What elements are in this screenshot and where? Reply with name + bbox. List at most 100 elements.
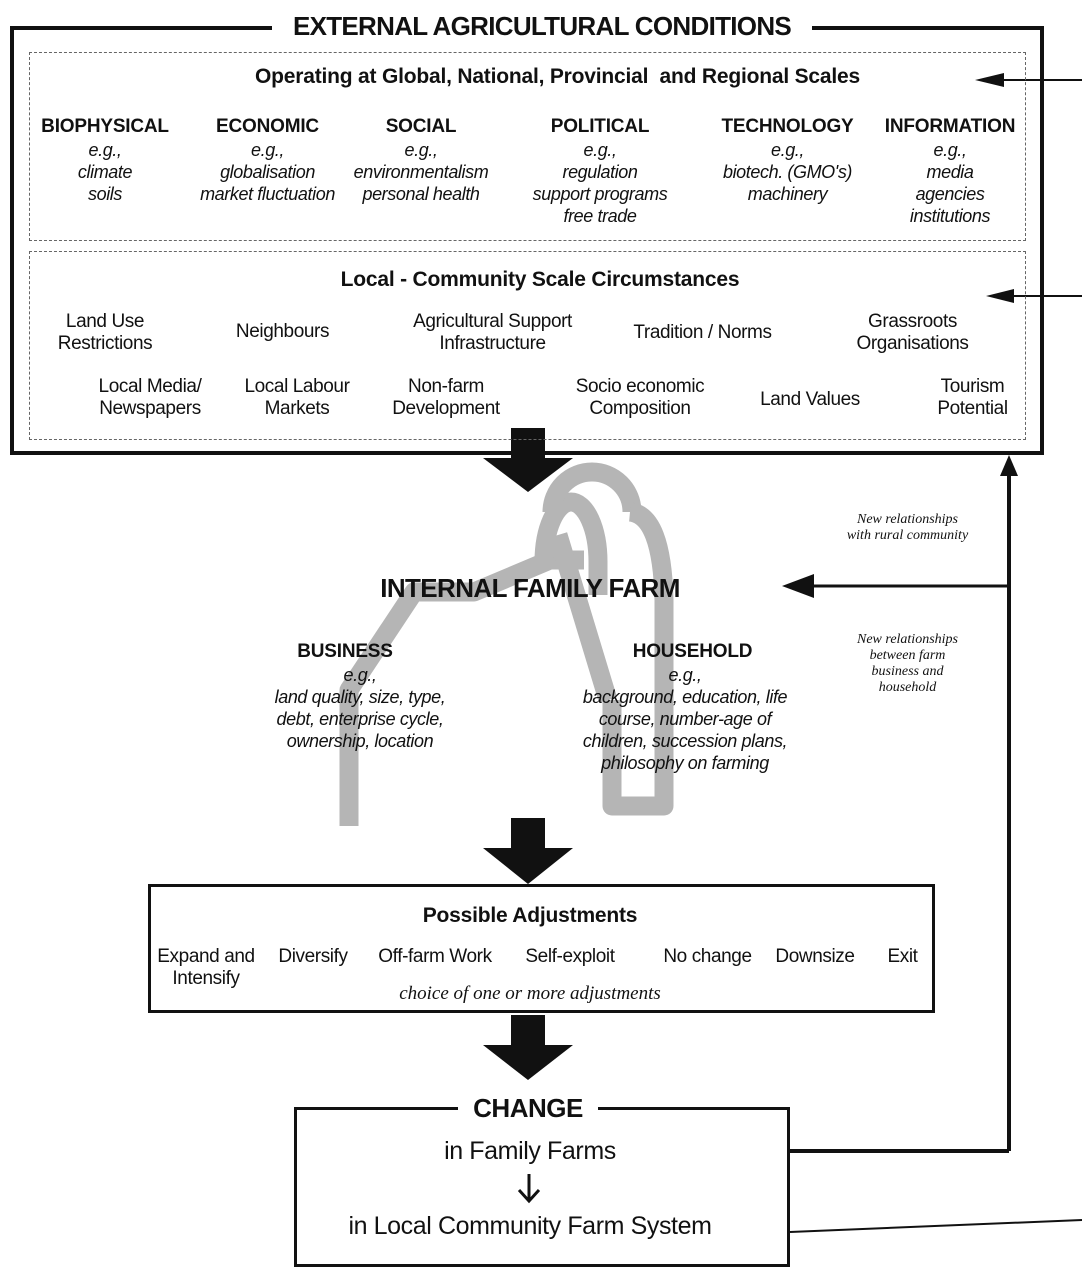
farm-relationships-note: New relationships between farm business … <box>830 632 985 696</box>
local-item-line: Grassroots <box>868 311 957 332</box>
category-example: climate <box>77 162 133 182</box>
local-item-line: Local Labour <box>244 376 350 397</box>
local-item-line: Tradition / Norms <box>633 322 772 343</box>
adjustments-title: Possible Adjustments <box>422 904 638 927</box>
adjustment-option: Downsize <box>765 946 865 968</box>
adjustment-line: Diversify <box>278 946 348 967</box>
internal-farm-title: INTERNAL FAMILY FARM <box>380 573 680 603</box>
down-arrow-icon <box>517 1174 541 1204</box>
change-family-farms: in Family Farms <box>444 1137 616 1165</box>
adjustment-line: Downsize <box>775 946 855 967</box>
business-heading: BUSINESS <box>297 641 393 662</box>
arrowheads <box>782 73 1018 598</box>
local-item-line: Non-farm <box>408 376 484 397</box>
feedback-lines <box>789 79 1082 1233</box>
note-line: between farm <box>869 648 946 663</box>
adjustments-box <box>148 884 935 1013</box>
local-item-line: Newspapers <box>99 398 201 419</box>
local-item-line: Neighbours <box>235 321 330 342</box>
local-item-line: Land Values <box>760 389 860 410</box>
household-line: children, succession plans, <box>582 731 788 751</box>
local-item: Land Values <box>745 389 875 411</box>
farmhouse-outline-icon <box>339 462 674 826</box>
category-example: globalisation <box>220 162 315 182</box>
category-information: INFORMATION e.g., media agencies institu… <box>880 115 1020 227</box>
local-item-line: Development <box>392 398 500 419</box>
local-item-line: Local Media/ <box>98 376 202 397</box>
local-item-line: Land Use <box>65 311 145 332</box>
down-arrow-icon <box>483 818 573 884</box>
category-eg: e.g., <box>404 140 438 160</box>
category-example: biotech. (GMO's) <box>722 162 853 182</box>
local-item-line: Composition <box>589 398 691 419</box>
business-line: ownership, location <box>286 731 434 751</box>
category-example: machinery <box>747 184 828 204</box>
local-item-line: Infrastructure <box>439 333 546 354</box>
note-line: business and <box>871 664 944 679</box>
household-line: background, education, life <box>582 687 788 707</box>
category-example: support programs <box>532 184 668 204</box>
adjustment-option: Expand and Intensify <box>150 946 262 990</box>
local-community-heading: Local - Community Scale Circumstances <box>340 268 740 291</box>
local-community-panel <box>29 251 1026 440</box>
down-arrow-icon <box>483 428 573 492</box>
category-example: personal health <box>362 184 480 204</box>
adjustment-option: Exit <box>870 946 935 968</box>
local-item: Tradition / Norms <box>615 322 790 344</box>
category-example: media <box>926 162 974 182</box>
note-line: New relationships <box>857 512 958 527</box>
category-example: free trade <box>563 206 637 226</box>
category-name: POLITICAL <box>550 116 650 137</box>
rural-relationships-note: New relationships with rural community <box>820 512 995 544</box>
adjustment-option: No change <box>650 946 765 968</box>
local-item-line: Restrictions <box>57 333 153 354</box>
category-eg: e.g., <box>88 140 122 160</box>
left-arrow-icon <box>975 73 1004 87</box>
local-item: Non-farm Development <box>380 376 512 420</box>
local-item-line: Agricultural Support <box>413 311 572 332</box>
local-item: Neighbours <box>220 321 345 343</box>
household-line: course, number-age of <box>598 709 772 729</box>
local-item: Land Use Restrictions <box>40 311 170 355</box>
category-name: BIOPHYSICAL <box>41 116 169 137</box>
local-item: Agricultural Support Infrastructure <box>395 311 590 355</box>
category-example: market fluctuation <box>200 184 335 204</box>
category-technology: TECHNOLOGY e.g., biotech. (GMO's) machin… <box>705 115 870 205</box>
local-item: Local Labour Markets <box>232 376 362 420</box>
business-eg: e.g., <box>343 665 377 685</box>
category-example: agencies <box>915 184 985 204</box>
category-name: INFORMATION <box>884 116 1016 137</box>
global-scales-panel <box>29 52 1026 241</box>
left-arrow-icon <box>986 289 1014 303</box>
adjustment-option: Self-exploit <box>515 946 625 968</box>
business-block: BUSINESS e.g., land quality, size, type,… <box>250 640 470 752</box>
category-eg: e.g., <box>933 140 967 160</box>
category-example: institutions <box>909 206 991 226</box>
category-name: ECONOMIC <box>216 116 319 137</box>
adjustment-line: Off-farm Work <box>378 946 492 967</box>
adjustment-line: Expand and <box>157 946 255 967</box>
household-block: HOUSEHOLD e.g., background, education, l… <box>560 640 810 774</box>
category-name: TECHNOLOGY <box>721 116 854 137</box>
local-item-line: Socio economic <box>575 376 705 397</box>
business-line: land quality, size, type, <box>274 687 446 707</box>
adjustment-option: Off-farm Work <box>365 946 505 968</box>
adjustment-line: Exit <box>887 946 918 967</box>
local-item-line: Potential <box>937 398 1008 419</box>
adjustment-option: Diversify <box>268 946 358 968</box>
external-title: EXTERNAL AGRICULTURAL CONDITIONS <box>272 9 812 43</box>
left-arrow-icon <box>782 574 814 598</box>
business-line: debt, enterprise cycle, <box>276 709 444 729</box>
category-example: soils <box>87 184 122 204</box>
adjustment-line: Intensify <box>172 968 240 989</box>
category-example: regulation <box>562 162 638 182</box>
category-example: environmentalism <box>353 162 489 182</box>
category-eg: e.g., <box>583 140 617 160</box>
flow-arrows <box>483 428 573 1080</box>
household-line: philosophy on farming <box>601 753 769 773</box>
category-social: SOCIAL e.g., environmentalism personal h… <box>345 115 497 205</box>
up-arrow-icon <box>1000 455 1018 476</box>
category-eg: e.g., <box>250 140 285 160</box>
change-title: CHANGE <box>458 1091 598 1125</box>
